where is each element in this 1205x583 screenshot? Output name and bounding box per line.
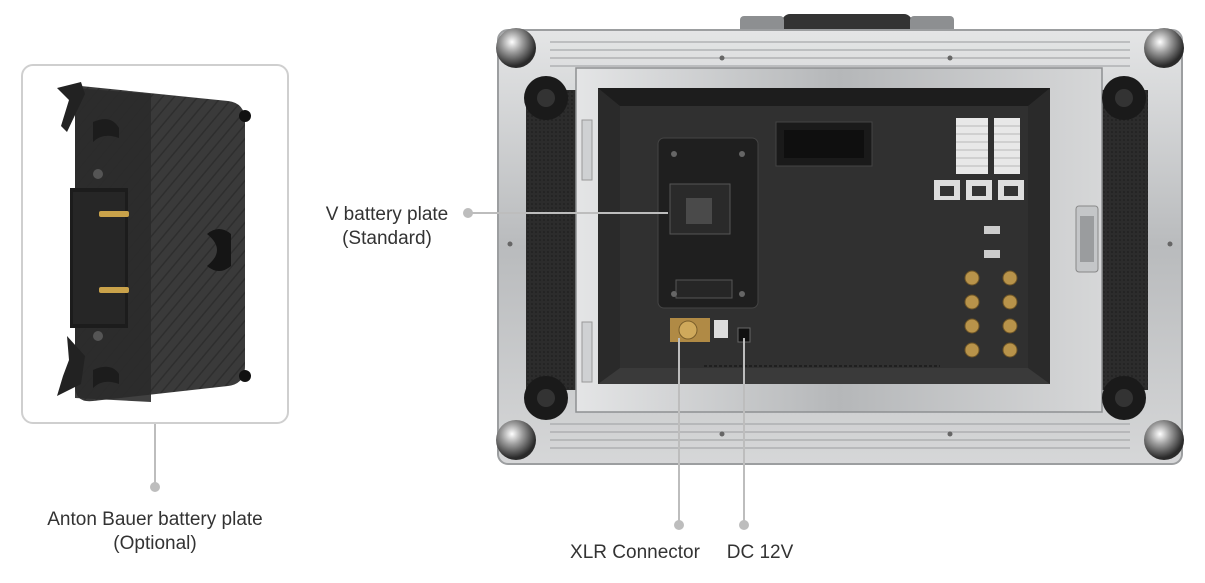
dc-callout-dot [739,520,749,530]
anton-bauer-inset-card [21,64,289,424]
v-battery-label-line2: (Standard) [342,228,432,249]
anton-bauer-label-line1: Anton Bauer battery plate [47,509,263,530]
anton-bauer-label-line2: (Optional) [113,533,197,554]
xlr-callout-dot [674,520,684,530]
xlr-label: XLR Connector [570,542,700,563]
dc-label: DC 12V [726,542,794,563]
anton-bauer-callout-line [154,424,156,484]
anton-bauer-plate-image [57,82,251,402]
anton-bauer-callout-dot [150,482,160,492]
dc-callout-line [743,338,745,524]
v-battery-callout-line [468,212,668,214]
v-battery-label: V battery plate (Standard) [312,203,462,251]
v-battery-label-line1: V battery plate [325,204,449,225]
xlr-callout-line [678,338,680,524]
anton-bauer-label: Anton Bauer battery plate (Optional) [0,508,310,556]
monitor-case-image [496,14,1184,465]
